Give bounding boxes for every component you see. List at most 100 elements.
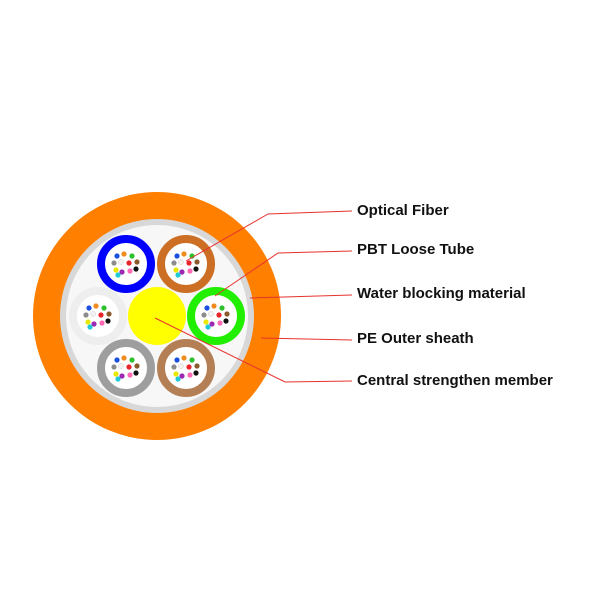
loose-tube-ring — [97, 235, 155, 293]
optical-fiber — [201, 312, 207, 318]
optical-fiber — [205, 324, 211, 330]
callout-central-member: Central strengthen member — [154, 317, 553, 389]
callout-optical-fiber-leader — [185, 210, 353, 262]
optical-fiber — [216, 312, 222, 318]
optical-fiber — [101, 305, 107, 311]
optical-fiber — [224, 311, 230, 317]
optical-fiber — [217, 320, 223, 326]
optical-fiber — [175, 376, 181, 382]
optical-fiber — [181, 355, 187, 361]
optical-fiber — [189, 357, 195, 363]
callout-central-member-label: Central strengthen member — [357, 372, 553, 389]
optical-fiber — [186, 364, 192, 370]
optical-fiber — [193, 266, 199, 272]
optical-fiber — [211, 303, 217, 309]
optical-fiber — [175, 272, 181, 278]
optical-fiber — [223, 318, 229, 324]
optical-fiber — [194, 259, 200, 265]
optical-fiber — [181, 251, 187, 257]
optical-fiber — [93, 303, 99, 309]
optical-fiber — [114, 253, 120, 259]
optical-fiber — [204, 305, 210, 311]
callout-pe-outer-sheath-leader — [260, 337, 353, 341]
optical-fiber — [105, 318, 111, 324]
optical-fiber — [126, 364, 132, 370]
loose-tube-ring — [187, 287, 245, 345]
optical-fiber — [133, 370, 139, 376]
optical-fiber — [179, 269, 185, 275]
optical-fiber — [174, 253, 180, 259]
callout-optical-fiber: Optical Fiber — [185, 202, 449, 262]
optical-fiber — [173, 267, 179, 273]
optical-fiber — [208, 311, 214, 317]
optical-fiber — [187, 268, 193, 274]
callout-pe-outer-sheath: PE Outer sheath — [260, 330, 474, 347]
optical-fiber — [127, 372, 133, 378]
optical-fiber — [113, 267, 119, 273]
optical-fiber — [98, 312, 104, 318]
optical-fiber — [113, 371, 119, 377]
optical-fiber — [90, 311, 96, 317]
loose-tube-ring — [157, 339, 215, 397]
optical-fiber — [129, 253, 135, 259]
callout-optical-fiber-label: Optical Fiber — [357, 202, 449, 219]
callout-central-member-leader — [154, 317, 353, 383]
loose-tube-ring — [157, 235, 215, 293]
optical-fiber — [83, 312, 89, 318]
optical-fiber — [114, 357, 120, 363]
optical-fiber — [187, 372, 193, 378]
callouts-group: Optical Fiber PBT Loose Tube Water block… — [154, 202, 553, 389]
loose-tube-white — [69, 287, 127, 345]
optical-fiber — [91, 321, 97, 327]
loose-tube-ring — [69, 287, 127, 345]
optical-fiber — [174, 357, 180, 363]
optical-fiber — [119, 269, 125, 275]
optical-fiber — [115, 376, 121, 382]
optical-fiber — [194, 363, 200, 369]
optical-fiber — [133, 266, 139, 272]
optical-fiber — [178, 363, 184, 369]
central-strengthen-member — [128, 287, 186, 345]
optical-fiber — [186, 260, 192, 266]
optical-fiber — [85, 319, 91, 325]
loose-tubes-group — [69, 235, 245, 397]
optical-fiber — [121, 251, 127, 257]
callout-pbt-loose-tube: PBT Loose Tube — [214, 241, 474, 297]
callout-water-blocking-leader — [249, 294, 353, 299]
optical-fiber — [119, 373, 125, 379]
optical-fiber — [118, 259, 124, 265]
loose-tube-ring — [97, 339, 155, 397]
callout-water-blocking: Water blocking material — [249, 285, 526, 302]
optical-fiber — [134, 363, 140, 369]
optical-fiber — [106, 311, 112, 317]
optical-fiber — [203, 319, 209, 325]
loose-tube-green — [187, 287, 245, 345]
optical-fiber — [99, 320, 105, 326]
optical-fiber — [118, 363, 124, 369]
optical-fiber — [178, 259, 184, 265]
optical-fiber — [219, 305, 225, 311]
optical-fiber — [171, 364, 177, 370]
loose-tube-blue — [97, 235, 155, 293]
loose-tube-tan — [157, 339, 215, 397]
loose-tube-grey — [97, 339, 155, 397]
optical-fiber — [126, 260, 132, 266]
optical-fiber — [111, 260, 117, 266]
callout-pe-outer-sheath-label: PE Outer sheath — [357, 330, 474, 347]
loose-tube-brown — [157, 235, 215, 293]
callout-pbt-loose-tube-leader — [214, 250, 353, 297]
optical-fiber — [173, 371, 179, 377]
optical-fiber — [134, 259, 140, 265]
optical-fiber — [179, 373, 185, 379]
optical-fiber — [171, 260, 177, 266]
optical-fiber — [86, 305, 92, 311]
optical-fiber — [111, 364, 117, 370]
optical-fiber — [127, 268, 133, 274]
optical-fiber — [121, 355, 127, 361]
optical-fiber — [129, 357, 135, 363]
optical-fiber — [115, 272, 121, 278]
callout-water-blocking-label: Water blocking material — [357, 285, 526, 302]
callout-pbt-loose-tube-label: PBT Loose Tube — [357, 241, 474, 258]
